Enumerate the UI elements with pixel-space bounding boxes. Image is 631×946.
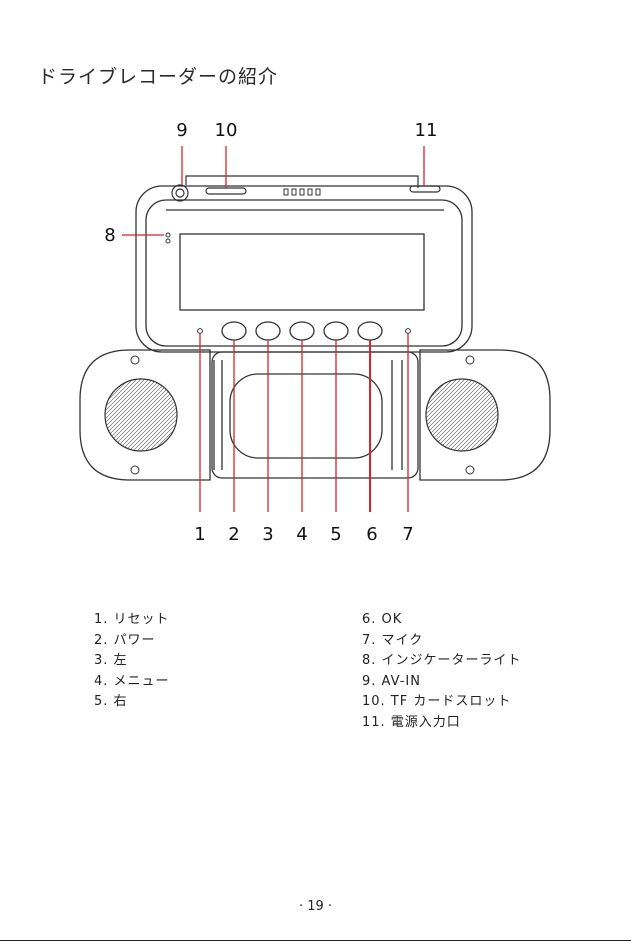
legend-item: 2. パワー: [94, 631, 170, 652]
bottom-rule: [0, 940, 631, 941]
callout-2: 2: [228, 524, 239, 545]
legend-item: 9. AV-IN: [362, 672, 522, 693]
page-number: · 19 ·: [0, 899, 631, 914]
legend-item: 1. リセット: [94, 610, 170, 631]
callout-8: 8: [104, 225, 115, 246]
legend-item: 7. マイク: [362, 631, 522, 652]
callout-6: 6: [366, 524, 377, 545]
legend-item: 8. インジケーターライト: [362, 651, 522, 672]
legend-item: 5. 右: [94, 692, 170, 713]
power-button: [222, 322, 246, 340]
mic-hole: [406, 329, 411, 334]
top-vent: [284, 189, 320, 195]
device-body: [136, 186, 472, 352]
legend-item: 11. 電源入力口: [362, 713, 522, 734]
front-buttons: [222, 322, 382, 340]
legend-left: 1. リセット 2. パワー 3. 左 4. メニュー 5. 右: [94, 610, 170, 713]
callout-11: 11: [415, 120, 438, 141]
legend-right: 6. OK 7. マイク 8. インジケーターライト 9. AV-IN 10. …: [362, 610, 522, 733]
legend-item: 3. 左: [94, 651, 170, 672]
left-speaker: [105, 379, 177, 451]
legend-item: 10. TF カードスロット: [362, 692, 522, 713]
legend-item: 6. OK: [362, 610, 522, 631]
right-button: [324, 322, 348, 340]
left-button: [256, 322, 280, 340]
screen: [180, 234, 424, 310]
callout-5: 5: [330, 524, 341, 545]
callout-1: 1: [194, 524, 205, 545]
reset-hole: [198, 329, 203, 334]
legend-item: 4. メニュー: [94, 672, 170, 693]
top-edge: [172, 176, 440, 201]
callout-4: 4: [296, 524, 307, 545]
dashcam-diagram: 1 2 3 4 5 6 7 8 9 10 11: [0, 0, 631, 600]
indicator-light: [166, 233, 170, 237]
callout-7: 7: [402, 524, 413, 545]
right-speaker: [426, 379, 498, 451]
menu-button: [290, 322, 314, 340]
ok-button: [358, 322, 382, 340]
callout-3: 3: [262, 524, 273, 545]
callout-9: 9: [176, 120, 187, 141]
callout-lines: [122, 146, 424, 512]
callout-10: 10: [215, 120, 238, 141]
